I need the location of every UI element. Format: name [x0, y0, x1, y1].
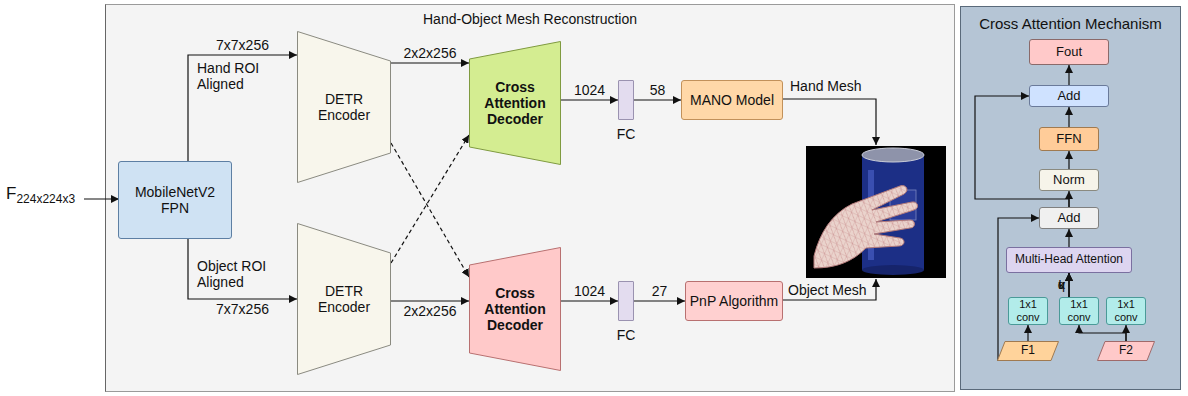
edge-label: 58 [650, 82, 666, 98]
box-label: MANO Model [688, 92, 776, 108]
edge-label: 7x7x256 [216, 37, 269, 53]
object-mesh-arrow [782, 279, 876, 300]
box-label: DETR Encoder [313, 283, 375, 315]
box-label: Add [1055, 211, 1082, 226]
box-label: Cross Attention Decoder [477, 285, 553, 333]
can-illustration [862, 148, 924, 275]
input-symbol: F [6, 184, 16, 203]
encoder-trapezoid: DETR Encoder [297, 31, 391, 183]
hand-mesh-arrow [782, 99, 876, 145]
box-label: F1 [1019, 344, 1037, 358]
conv-box: 1x1 conv [1106, 297, 1146, 325]
connector [634, 99, 681, 100]
output-label: Object Mesh [788, 282, 867, 298]
input-parallelogram: F1 [997, 341, 1059, 361]
algorithm-box: PnP Algorithm [685, 281, 783, 321]
output-box: Fout [1029, 39, 1109, 65]
connector [391, 300, 469, 301]
backbone-box: MobileNetV2 FPN [118, 161, 232, 239]
box-label: 1x1 conv [1060, 298, 1098, 323]
connector [1027, 325, 1028, 341]
encoder-trapezoid: DETR Encoder [297, 223, 391, 375]
box-label: Add [1055, 89, 1082, 104]
connector [1068, 273, 1069, 297]
box-label: MobileNetV2 FPN [119, 184, 231, 216]
box-label: Multi-Head Attention [1013, 253, 1125, 267]
dashed-connector [391, 143, 469, 277]
box-label: Cross Attention Decoder [477, 79, 553, 127]
input-label: F224x224x3 [6, 184, 75, 206]
input-subscript: 224x224x3 [16, 192, 75, 206]
connector [1068, 191, 1069, 207]
box-label: PnP Algorithm [688, 293, 780, 309]
connector [1068, 107, 1069, 127]
decoder-trapezoid: Cross Attention Decoder [469, 247, 561, 371]
input-arrow [84, 198, 119, 199]
box-label: Fout [1054, 45, 1084, 60]
box-label: 1x1 conv [1009, 298, 1047, 323]
connector [391, 62, 469, 63]
connector [561, 99, 618, 100]
connector [1068, 65, 1069, 85]
panel-title: Hand-Object Mesh Reconstruction [106, 5, 954, 27]
ffn-box: FFN [1039, 127, 1099, 151]
connector [634, 300, 685, 301]
dashed-connector [391, 135, 469, 263]
hand-mesh-illustration [814, 186, 918, 268]
layer-label: FC [617, 327, 636, 343]
conv-box: 1x1 conv [1008, 297, 1048, 325]
fc-layer: FC [618, 281, 634, 321]
connector [1068, 273, 1069, 297]
connector [1068, 229, 1069, 247]
model-box: MANO Model [681, 80, 783, 120]
edge-label: 7x7x256 [216, 301, 269, 317]
connector [188, 239, 297, 299]
edge-label: 1024 [574, 82, 605, 98]
mechanism-panel: Cross Attention MechanismFoutAddFFNNormA… [960, 6, 1181, 390]
edge-label: v [1059, 278, 1066, 293]
norm-box: Norm [1039, 169, 1099, 191]
roi-label: Object ROI Aligned [197, 258, 277, 290]
connector [1125, 325, 1126, 341]
output-label: Hand Mesh [790, 78, 862, 94]
connector [561, 300, 618, 301]
panel-title: Cross Attention Mechanism [961, 7, 1180, 32]
decoder-trapezoid: Cross Attention Decoder [469, 41, 561, 165]
connector [1079, 325, 1126, 341]
input-parallelogram: F2 [1097, 341, 1155, 361]
box-label: Norm [1051, 173, 1087, 188]
roi-label: Hand ROI Aligned [197, 60, 271, 92]
render-image [806, 146, 946, 278]
box-label: 1x1 conv [1107, 298, 1145, 323]
box-label: DETR Encoder [313, 91, 375, 123]
attention-box: Multi-Head Attention [1006, 247, 1132, 273]
layer-label: FC [617, 126, 636, 142]
fc-layer: FC [618, 80, 634, 120]
edge-label: 27 [652, 283, 668, 299]
connector [998, 218, 1039, 361]
conv-box: 1x1 conv [1059, 297, 1099, 325]
box-label: F2 [1117, 344, 1135, 358]
connector [188, 55, 297, 161]
edge-label: 2x2x256 [404, 45, 457, 61]
add-box: Add [1029, 85, 1109, 107]
connector [1068, 151, 1069, 169]
add-box: Add [1039, 207, 1099, 229]
edge-label: 2x2x256 [404, 303, 457, 319]
edge-label: 1024 [574, 283, 605, 299]
box-label: FFN [1054, 132, 1083, 147]
connector [975, 96, 1069, 207]
connector [1068, 273, 1069, 297]
